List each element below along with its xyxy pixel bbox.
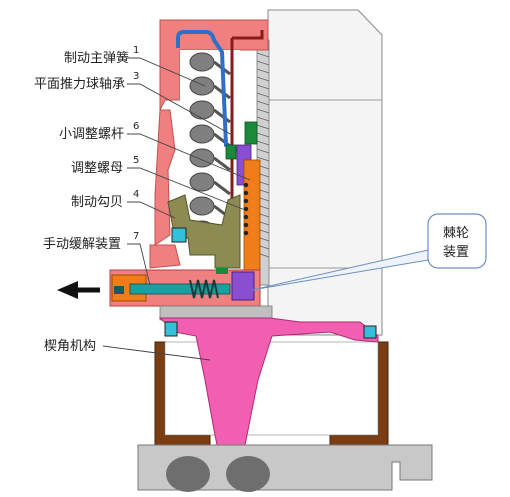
brake-hook-part — [167, 194, 241, 269]
bottom-cavity — [164, 341, 379, 436]
pink-cylinder-housing — [149, 19, 269, 269]
label-num-3: 3 — [133, 71, 139, 82]
seal-cyan-bottom-right — [363, 325, 377, 339]
label-wedge-mechanism: 楔角机构 — [44, 339, 96, 354]
label-manual-release: 手动缓解装置 — [43, 237, 121, 252]
blue-spring-frame — [176, 30, 239, 152]
thrust-bearing-green — [225, 121, 258, 160]
label-thrust-bearing: 平面推力球轴承 — [34, 77, 125, 92]
manual-release-part — [109, 268, 261, 307]
label-num-4: 4 — [133, 189, 139, 200]
leader-lines — [102, 57, 251, 361]
ratchet-callout: 棘轮 装置 — [251, 213, 487, 291]
seal-cyan-bottom-left — [164, 321, 178, 337]
labels: 制动主弹簧 1 平面推力球轴承 3 小调整螺杆 6 调整螺母 5 制动勾贝 4 … — [34, 45, 139, 354]
label-brake-hook: 制动勾贝 — [71, 195, 123, 210]
wedge-mechanism-part — [158, 317, 379, 471]
label-main-spring: 制动主弹簧 — [64, 50, 129, 66]
callout-line2: 装置 — [443, 245, 469, 260]
label-num-1: 1 — [133, 45, 139, 56]
label-num-6: 6 — [133, 121, 139, 132]
right-housing — [267, 9, 383, 336]
label-adjust-nut: 调整螺母 — [71, 161, 123, 176]
seal-cyan-left — [171, 227, 187, 243]
release-arrow — [57, 281, 100, 299]
label-num-5: 5 — [133, 155, 139, 166]
label-num-7: 7 — [133, 231, 139, 242]
adjust-nut-part — [243, 159, 261, 271]
label-small-adjust-screw: 小调整螺杆 — [59, 127, 124, 142]
base-block — [137, 444, 433, 492]
callout-line1: 棘轮 — [443, 226, 469, 241]
